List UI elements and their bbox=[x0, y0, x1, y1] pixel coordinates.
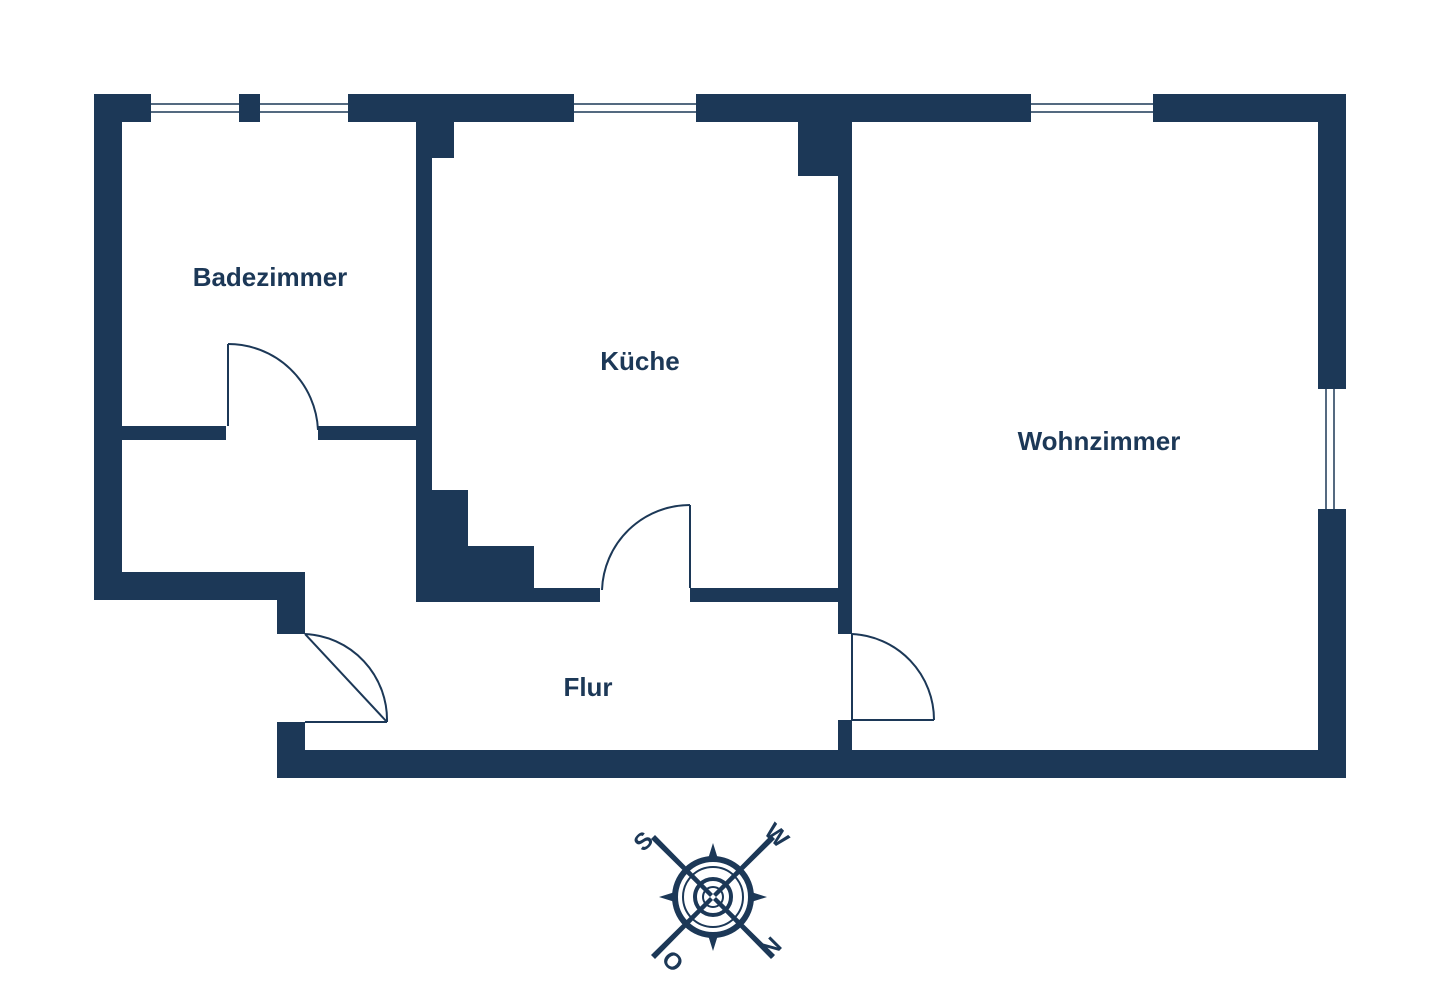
compass-rose-icon: S W N O bbox=[628, 818, 794, 978]
door-bathroom bbox=[227, 342, 319, 431]
window-living-right bbox=[1318, 387, 1346, 511]
wall-kitchen-living-lower bbox=[838, 720, 852, 778]
room-labels: Badezimmer Küche Wohnzimmer Flur bbox=[193, 262, 1181, 702]
wall-step-bottom bbox=[94, 572, 304, 600]
door-kitchen bbox=[601, 504, 691, 591]
wall-bottom bbox=[277, 750, 1346, 778]
door-living bbox=[851, 633, 936, 721]
wall-kitchen-bottom-left bbox=[416, 588, 600, 602]
wall-left bbox=[94, 94, 122, 600]
column-kitchen-top-left bbox=[432, 122, 454, 158]
wall-kitchen-bottom-right bbox=[690, 588, 852, 602]
room-label-bathroom: Badezimmer bbox=[193, 262, 348, 292]
wall-kitchen-living-upper bbox=[838, 122, 852, 634]
wall-step-vertical-upper bbox=[277, 572, 305, 634]
wall-right-upper bbox=[1318, 94, 1346, 388]
window-living-top bbox=[1029, 94, 1155, 122]
column-kitchen-bottom-wide bbox=[432, 546, 534, 588]
compass-letter-bottom-right: N bbox=[756, 932, 787, 963]
wall-bath-bottom-right bbox=[318, 426, 430, 440]
wall-bath-bottom-left bbox=[122, 426, 226, 440]
room-label-living: Wohnzimmer bbox=[1018, 426, 1181, 456]
column-kitchen-top-right bbox=[798, 122, 838, 176]
room-label-kitchen: Küche bbox=[600, 346, 679, 376]
room-label-hallway: Flur bbox=[563, 672, 612, 702]
wall-bath-kitchen bbox=[416, 122, 432, 600]
door-entrance bbox=[304, 633, 389, 723]
window-bath-1 bbox=[149, 94, 241, 122]
window-bath-2 bbox=[258, 94, 350, 122]
wall-right-lower bbox=[1318, 510, 1346, 778]
doors bbox=[227, 342, 936, 723]
windows bbox=[149, 94, 1346, 511]
window-kitchen bbox=[572, 94, 698, 122]
compass-letter-top-left: S bbox=[628, 826, 658, 856]
